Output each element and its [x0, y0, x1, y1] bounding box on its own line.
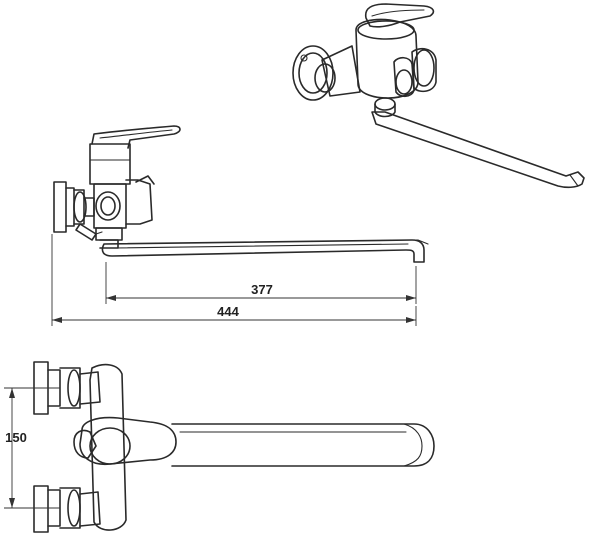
dimension-spout-reach: 377	[105, 262, 417, 304]
dimension-inlet-spacing: 150	[4, 387, 60, 509]
spout-reach-label: 377	[251, 282, 273, 297]
side-view	[53, 125, 429, 263]
top-view	[33, 361, 435, 533]
inlet-spacing-label: 150	[5, 430, 27, 445]
perspective-view	[292, 3, 585, 189]
overall-length-label: 444	[217, 304, 239, 319]
dimension-overall-length: 444	[51, 234, 417, 326]
